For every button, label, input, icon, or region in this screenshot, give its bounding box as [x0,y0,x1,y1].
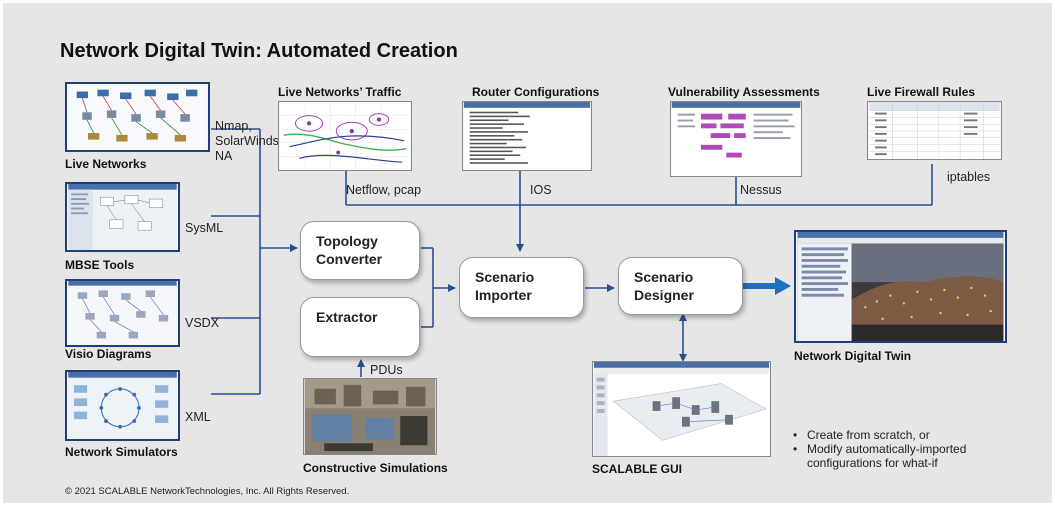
bullet-list: •Create from scratch, or •Modify automat… [793,428,998,470]
format-xml: XML [185,410,211,424]
format-nmap: Nmap, [215,119,252,133]
scenario-designer-label-line2: Designer [634,287,694,303]
visio-diagrams-caption: Visio Diagrams [65,347,152,361]
router-configurations-caption: Router Configurations [472,85,600,99]
diagram-slide: Network Digital Twin: Automated Creation [3,3,1052,503]
scenario-importer-label-line1: Scenario [475,269,535,285]
format-na: NA [215,149,233,163]
router-configurations-thumbnail [462,101,592,171]
page-title: Network Digital Twin: Automated Creation [60,40,458,62]
format-iptables: iptables [947,170,991,184]
constructive-simulations-caption: Constructive Simulations [303,461,448,475]
network-simulators-thumbnail [65,370,180,441]
extractor-label: Extractor [316,309,378,325]
bullet-item: •Modify automatically-imported configura… [793,442,998,470]
constructive-simulations-thumbnail [303,378,437,455]
extractor-box[interactable]: Extractor [300,297,420,357]
scenario-designer-label-line1: Scenario [634,269,694,285]
topology-converter-label-line2: Converter [316,251,383,267]
topology-converter-label-line1: Topology [316,233,378,249]
network-digital-twin-thumbnail [794,230,1007,343]
live-firewall-rules-caption: Live Firewall Rules [867,85,976,99]
live-networks-traffic-caption: Live Networks’ Traffic [278,85,402,99]
mbse-tools-thumbnail [65,182,180,252]
scenario-importer-label-line2: Importer [475,287,532,303]
format-netflow-pcap: Netflow, pcap [346,183,422,197]
live-networks-formats: Nmap, SolarWinds, NA [215,119,282,164]
format-solarwinds: SolarWinds, [215,134,283,148]
scalable-gui-caption: SCALABLE GUI [592,462,682,476]
format-pdus: PDUs [370,363,403,377]
bullet-create-from-scratch: Create from scratch, or [807,428,930,442]
scenario-designer-box[interactable]: Scenario Designer [618,257,743,315]
vulnerability-assessments-caption: Vulnerability Assessments [668,85,820,99]
live-networks-caption: Live Networks [65,157,147,171]
live-firewall-rules-thumbnail [867,101,1002,160]
scenario-importer-box[interactable]: Scenario Importer [459,257,584,318]
network-digital-twin-caption: Network Digital Twin [794,349,912,363]
visio-diagrams-thumbnail [65,279,180,347]
vulnerability-assessments-thumbnail [670,101,802,177]
bullet-modify-imported: Modify automatically-imported configurat… [807,442,967,470]
live-networks-thumbnail [65,82,210,152]
format-sysml: SysML [185,221,224,235]
format-vsdx: VSDX [185,316,220,330]
copyright-notice: © 2021 SCALABLE NetworkTechnologies, Inc… [65,486,350,497]
scalable-gui-thumbnail [592,361,771,457]
live-networks-traffic-thumbnail [278,101,412,171]
format-ios: IOS [530,183,552,197]
mbse-tools-caption: MBSE Tools [65,258,135,272]
bullet-item: •Create from scratch, or [793,428,930,442]
topology-converter-box[interactable]: Topology Converter [300,221,420,280]
format-nessus: Nessus [740,183,782,197]
network-simulators-caption: Network Simulators [65,445,178,459]
